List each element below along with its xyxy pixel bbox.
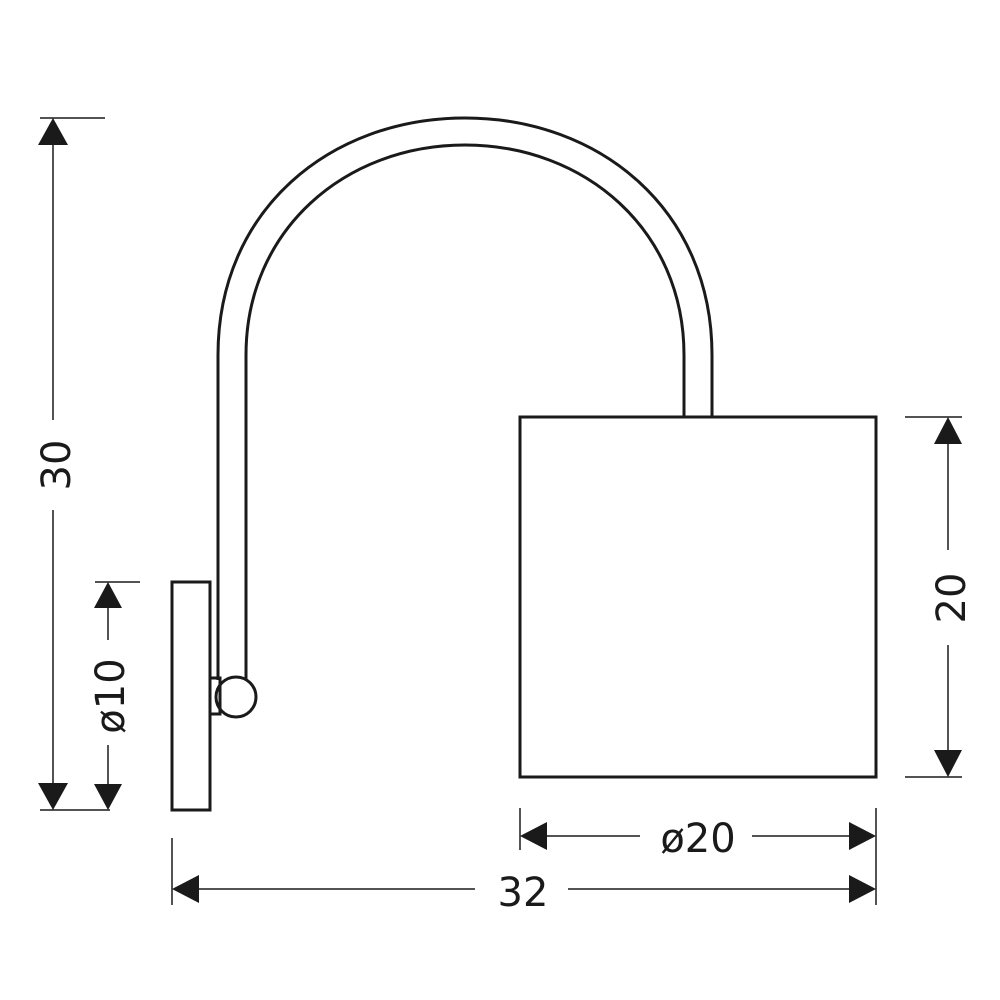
dimension-backplate-diameter: ø10 — [88, 581, 140, 810]
dimension-total-height: 30 — [34, 117, 110, 811]
lamp-outline — [170, 116, 878, 812]
arrow-down-icon — [94, 784, 122, 810]
lamp-shade — [518, 415, 878, 779]
arm-inner-edge — [244, 143, 686, 680]
label-backplate-diameter: ø10 — [88, 658, 134, 733]
arrow-down-icon — [934, 750, 962, 777]
label-shade-height: 20 — [929, 573, 975, 624]
arm-outer-edge — [216, 116, 714, 680]
dimension-shade-diameter: ø20 — [519, 808, 877, 905]
arrow-up-icon — [934, 417, 962, 444]
arm-joint-knob — [214, 675, 258, 719]
arrow-up-icon — [38, 118, 68, 145]
arrow-left-icon — [172, 875, 199, 903]
label-shade-diameter: ø20 — [660, 816, 735, 862]
dimension-total-width: 32 — [171, 838, 876, 916]
arrow-left-icon — [520, 822, 547, 850]
label-total-width: 32 — [498, 870, 549, 916]
arrow-right-icon — [849, 822, 876, 850]
arm-joint-collar — [208, 676, 222, 716]
wall-backplate — [170, 580, 212, 812]
label-total-height: 30 — [34, 440, 80, 491]
arrow-up-icon — [94, 582, 122, 608]
dimension-shade-height: 20 — [905, 416, 975, 778]
arrow-down-icon — [38, 783, 68, 810]
arrow-right-icon — [849, 875, 876, 903]
